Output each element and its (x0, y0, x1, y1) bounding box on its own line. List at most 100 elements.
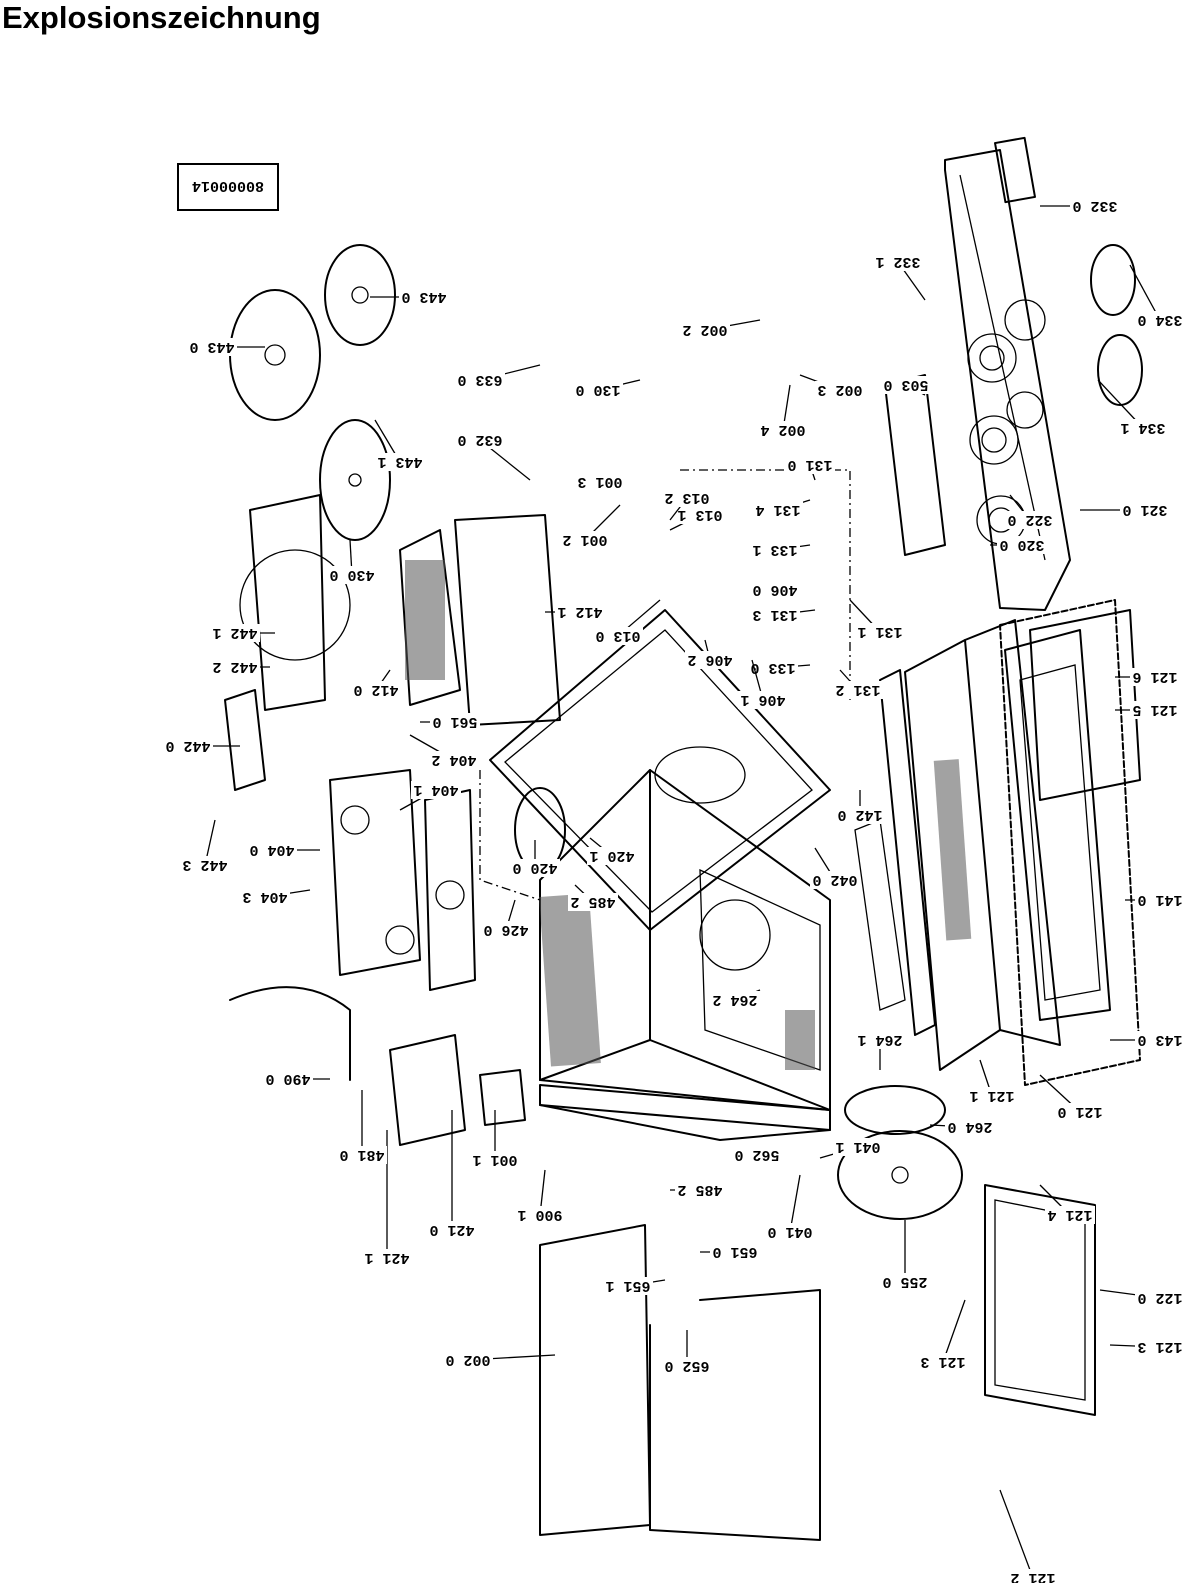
part-label-bg-p3340 (1135, 311, 1185, 329)
part-label-p1312: 131 2 (835, 681, 880, 698)
part-label-p1300: 130 0 (575, 381, 620, 398)
part-label-bg-p4060 (750, 581, 800, 599)
bottom-parts (229, 986, 1096, 1541)
part-label-bg-p6520 (662, 1357, 712, 1375)
part-label-p4042: 404 2 (431, 751, 476, 768)
part-label-p4430top: 443 0 (401, 288, 446, 305)
part-label-p1210: 121 0 (1057, 1103, 1102, 1120)
part-label-bg-p6510 (710, 1243, 760, 1261)
drawing-number-box: 80000014 (177, 163, 279, 211)
part-label-bg-p1311 (855, 623, 905, 641)
part-label-bg-p1212 (1008, 1569, 1058, 1583)
part-label-p1220: 122 0 (1137, 1289, 1182, 1306)
part-label-bg-p4431 (375, 453, 425, 471)
part-label-bg-p4041 (411, 781, 461, 799)
part-label-bg-p5030 (881, 376, 931, 394)
part-label-bg-p2641 (855, 1031, 905, 1049)
part-label-p0012: 001 2 (562, 531, 607, 548)
part-label-p0023: 002 3 (817, 381, 862, 398)
part-label-p4431: 443 1 (377, 453, 422, 470)
part-label-bg-p4852top (568, 893, 618, 911)
part-label-bg-p6320 (455, 431, 505, 449)
part-label-bg-p0024 (758, 421, 808, 439)
leader-line-p1212 (999, 1489, 1034, 1579)
part-label-p6320: 632 0 (457, 431, 502, 448)
part-label-bg-p1313 (750, 606, 800, 624)
part-label-bg-p1331 (750, 541, 800, 559)
part-label-bg-p4900 (263, 1070, 313, 1088)
part-label-p2641: 264 1 (857, 1031, 902, 1048)
part-label-bg-p6511 (603, 1277, 653, 1295)
part-label-bg-p4121 (555, 603, 605, 621)
part-label-bg-p0011 (470, 1151, 520, 1169)
part-label-p4040: 404 0 (249, 841, 294, 858)
part-label-bg-p4042 (429, 751, 479, 769)
part-label-p6520: 652 0 (664, 1357, 709, 1374)
part-label-p0013: 001 3 (577, 473, 622, 490)
part-label-bg-p1215 (1130, 701, 1180, 719)
part-label-bg-p0900 (515, 1206, 565, 1224)
part-label-bg-p4430 (187, 338, 237, 356)
fan-assembly (224, 244, 561, 791)
part-label-bg-p3341 (1118, 419, 1168, 437)
part-label-p1310: 131 0 (787, 456, 832, 473)
part-label-p1311: 131 1 (857, 623, 902, 640)
part-label-bg-p3220 (1005, 511, 1055, 529)
part-label-p0132: 013 2 (664, 489, 709, 506)
part-label-p1331: 133 1 (752, 541, 797, 558)
part-label-p3320: 332 0 (1072, 197, 1117, 214)
part-label-p4061: 406 1 (740, 691, 785, 708)
part-label-p1430: 143 0 (1137, 1031, 1182, 1048)
part-label-p0420: 042 0 (812, 871, 857, 888)
part-label-p5610: 561 0 (432, 713, 477, 730)
part-label-bg-p0020 (443, 1351, 493, 1369)
part-label-p4900: 490 0 (265, 1070, 310, 1087)
part-label-bg-p1312 (833, 681, 883, 699)
part-label-p4421: 442 1 (212, 624, 257, 641)
part-label-bg-p1214 (1045, 1206, 1095, 1224)
part-label-bg-p0013 (575, 473, 625, 491)
part-label-bg-p4201 (587, 847, 637, 865)
leader-line-p0410 (789, 1174, 801, 1233)
part-label-bg-p1314 (753, 501, 803, 519)
part-label-bg-p1211 (967, 1087, 1017, 1105)
part-label-bg-p4040 (247, 841, 297, 859)
part-label-bg-p1213r (1135, 1338, 1185, 1356)
part-label-bg-p4422 (210, 658, 260, 676)
part-label-p1410: 141 0 (1137, 891, 1182, 908)
part-label-p1313: 131 3 (752, 606, 797, 623)
part-label-p0411: 041 1 (835, 1138, 880, 1155)
part-label-bg-p0012 (560, 531, 610, 549)
part-label-bg-p0411 (833, 1138, 883, 1156)
part-label-bg-p4430top (399, 288, 449, 306)
part-label-bg-p2640 (945, 1118, 995, 1136)
part-label-p6330: 633 0 (457, 371, 502, 388)
part-label-p3220: 322 0 (1007, 511, 1052, 528)
part-label-p4300: 430 0 (329, 566, 374, 583)
part-label-p4200: 420 0 (512, 859, 557, 876)
part-label-p0410: 041 0 (767, 1223, 812, 1240)
leader-line-p3340 (1129, 264, 1161, 321)
part-label-bg-p4120 (351, 681, 401, 699)
part-label-p0130: 013 0 (595, 627, 640, 644)
part-label-p4423: 442 3 (182, 856, 227, 873)
part-label-p4043: 404 3 (242, 888, 287, 905)
part-label-bg-p3321 (873, 253, 923, 271)
part-label-p1214: 121 4 (1047, 1206, 1092, 1223)
part-label-p4852: 485 2 (677, 1181, 722, 1198)
part-label-p0900: 900 1 (517, 1206, 562, 1223)
part-label-p0022: 002 2 (682, 321, 727, 338)
part-label-bg-p1210 (1055, 1103, 1105, 1121)
part-label-p4121: 412 1 (557, 603, 602, 620)
part-label-p0131: 013 1 (677, 506, 722, 523)
part-label-p4422: 442 2 (212, 658, 257, 675)
part-label-bg-p1410 (1135, 891, 1185, 909)
part-label-bg-p1310 (785, 456, 835, 474)
part-label-p4211: 421 1 (364, 1249, 409, 1266)
part-label-p0020: 002 0 (445, 1351, 490, 1368)
part-label-p2550: 255 0 (882, 1273, 927, 1290)
part-label-bg-p5610 (430, 713, 480, 731)
part-label-bg-p4423 (180, 856, 230, 874)
